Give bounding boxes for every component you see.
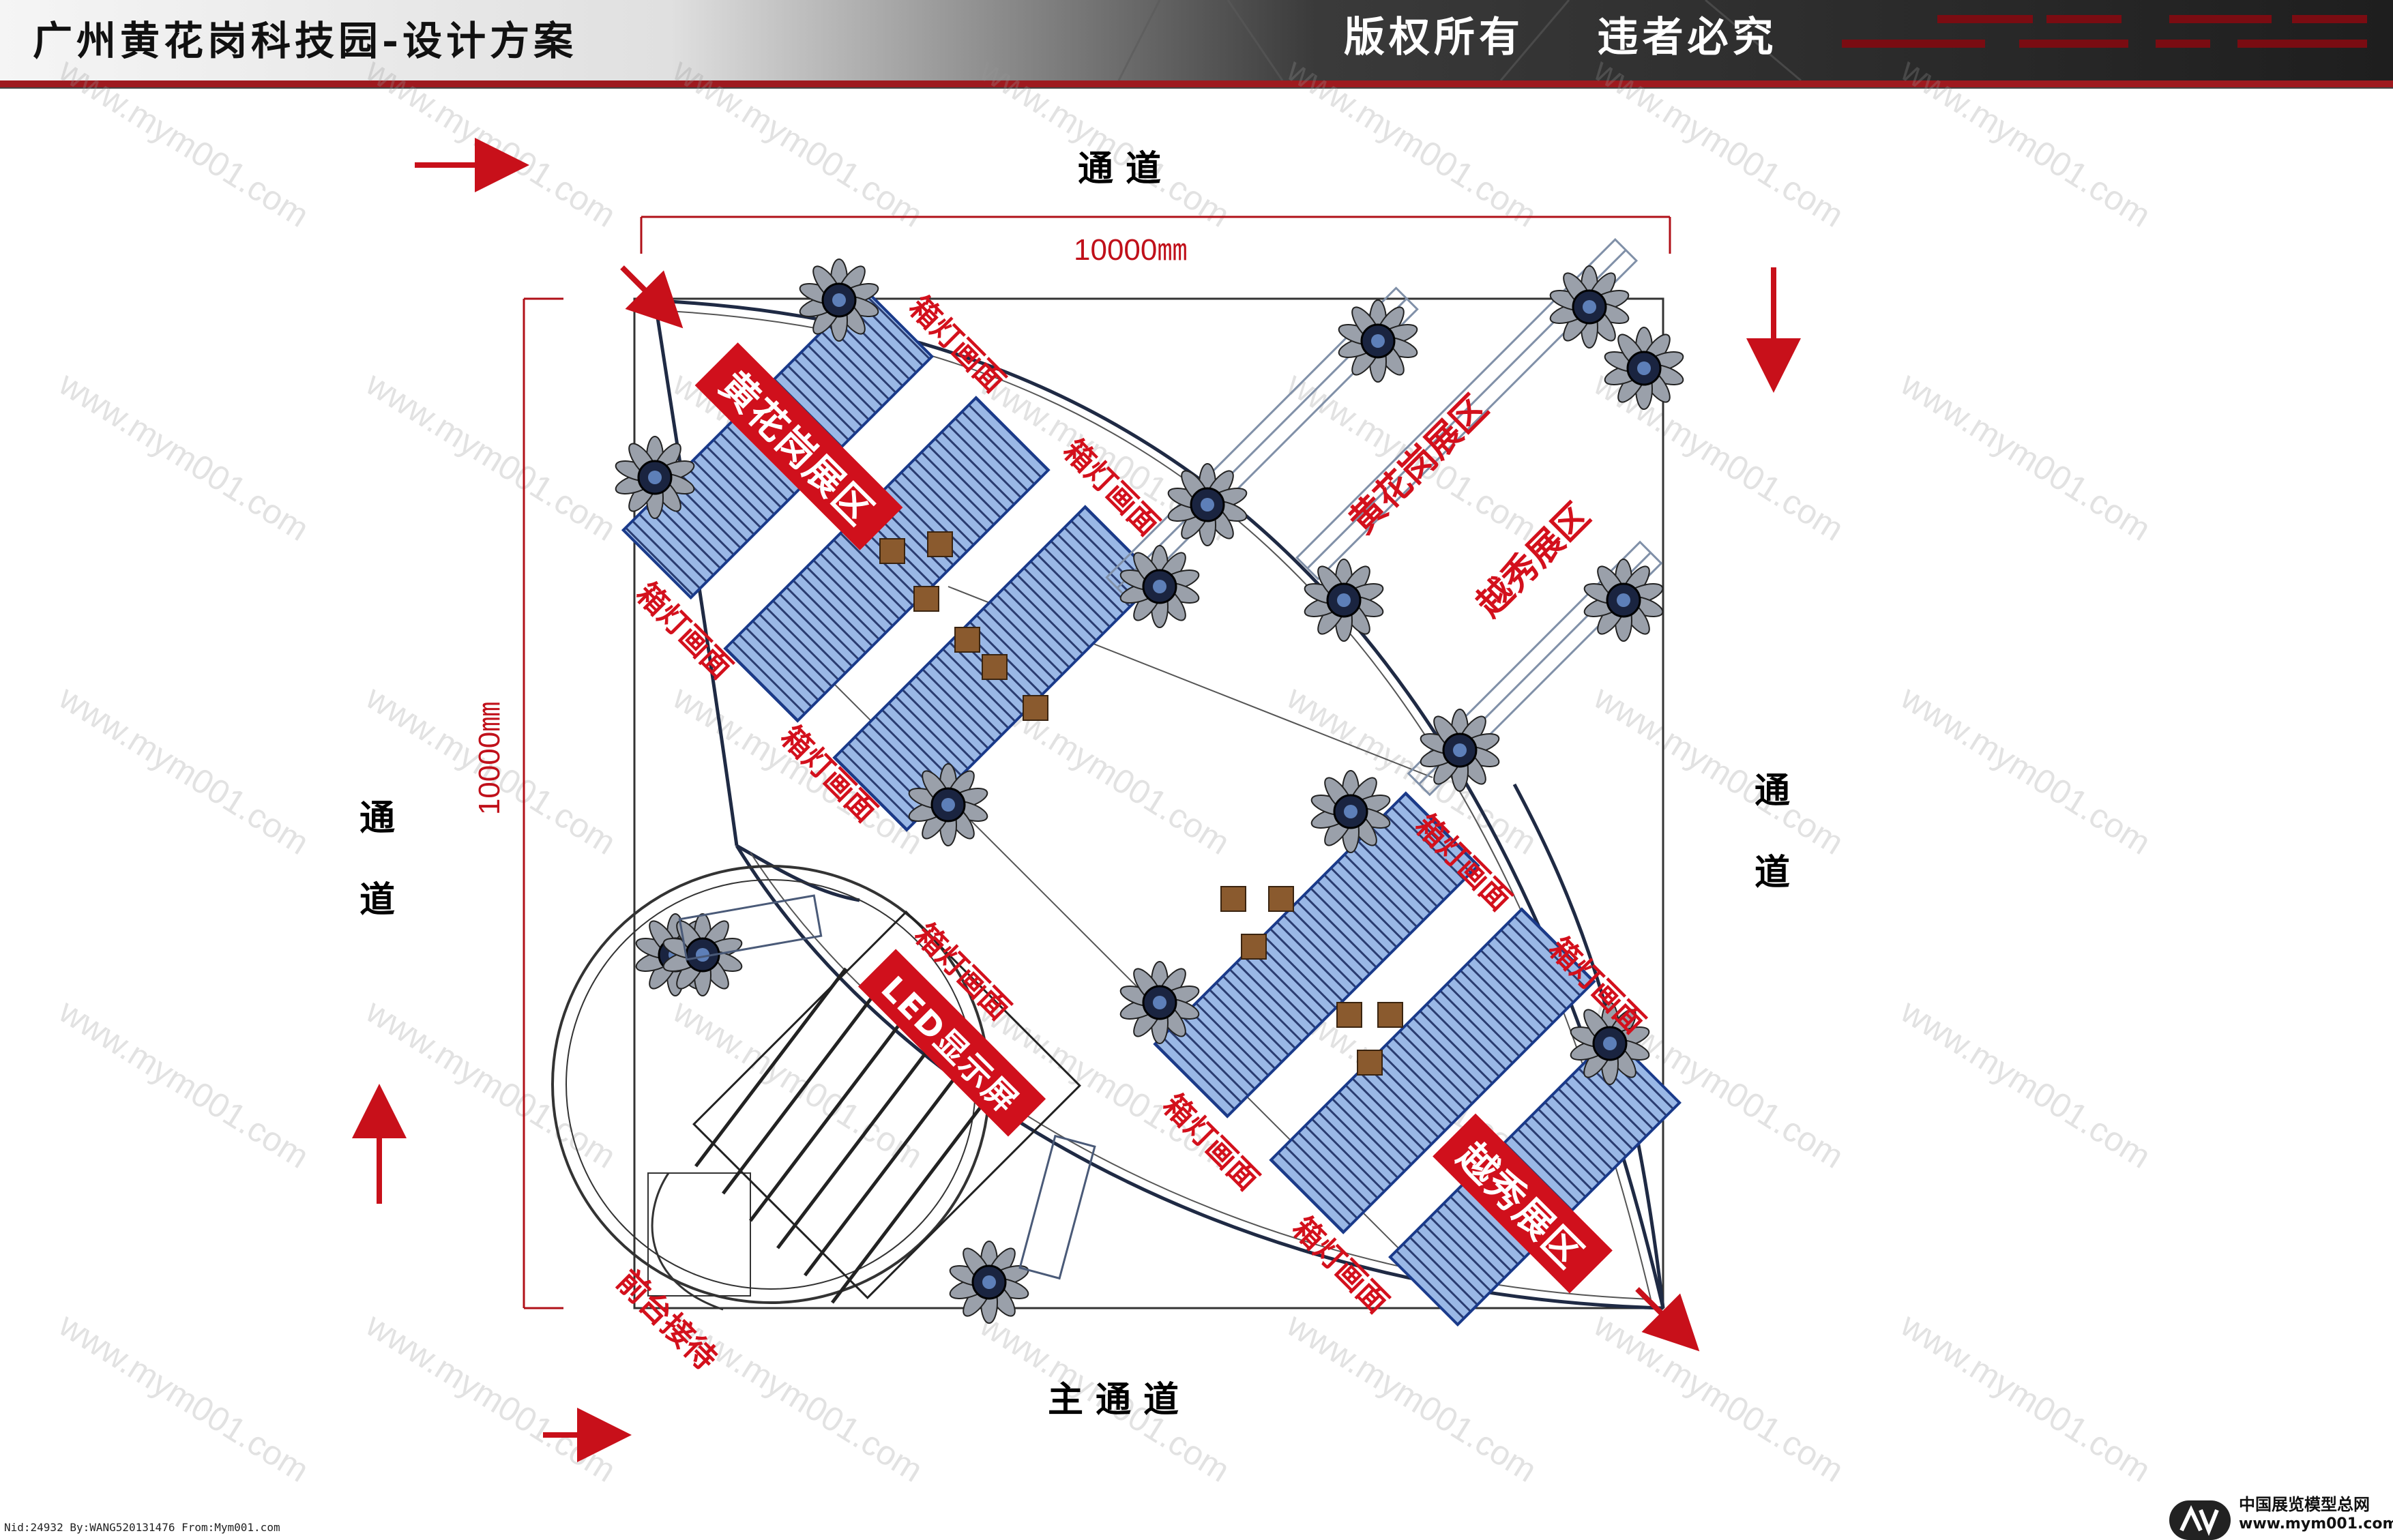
corridor-right-label: 通 道 (1752, 750, 1793, 914)
corridor-left-char-1: 通 (359, 798, 395, 839)
corridor-right-char-1: 通 (1754, 771, 1790, 812)
dimension-width-label: 10000㎜ (1074, 233, 1188, 267)
dimension-height-label: 10000㎜ (473, 701, 507, 816)
flower-ornament-icon (1310, 770, 1391, 853)
corridor-right-char-2: 道 (1754, 853, 1790, 893)
led-screen-frame (692, 910, 1081, 1304)
flower-ornament-icon (908, 763, 988, 846)
flower-ornament-icon (1119, 545, 1200, 628)
flower-ornament-icon (662, 913, 743, 996)
flower-ornament-icon (1570, 1002, 1650, 1085)
flower-ornament-icon (1420, 709, 1500, 792)
corridor-top-label: 通道 (1078, 149, 1174, 190)
reception-frame (678, 894, 1096, 1280)
corridor-arrows (352, 138, 1801, 1462)
booth-outline (633, 297, 1664, 1309)
dimension-height-line (523, 297, 563, 1309)
page-title: 广州黄花岗科技园-设计方案 (33, 18, 578, 64)
footer-id: Nid:24932 By:WANG520131476 From:Mym001.c… (4, 1521, 280, 1534)
flower-ornament-icon (1583, 559, 1664, 642)
corridor-left-char-2: 道 (359, 880, 395, 921)
flower-ornament-icon (1167, 463, 1248, 546)
corridor-left-label: 通 道 (357, 778, 398, 941)
copyright-notice: 版权所有 违者必究 (1344, 14, 1778, 61)
flower-ornament-icon (949, 1241, 1029, 1324)
logo-url: www.mym001.com (2239, 1515, 2393, 1532)
flower-ornament-icon (1119, 961, 1200, 1044)
logo-name: 中国展览模型总网 (2239, 1495, 2370, 1514)
dimension-width-line (640, 216, 1671, 254)
flower-ornament-icon (1304, 559, 1384, 642)
site-logo-icon (2169, 1500, 2231, 1540)
flower-ornament-icon (1549, 265, 1630, 349)
header-band (0, 0, 2393, 89)
flower-ornament-icon (615, 436, 695, 519)
flower-ornament-icon (799, 258, 879, 342)
main-corridor-label: 主通道 (1048, 1380, 1192, 1421)
flower-ornament-icon (1604, 327, 1684, 410)
seating-clusters (879, 531, 1403, 1076)
floral-ornaments (615, 258, 1684, 1324)
flower-ornament-icon (1338, 299, 1418, 383)
